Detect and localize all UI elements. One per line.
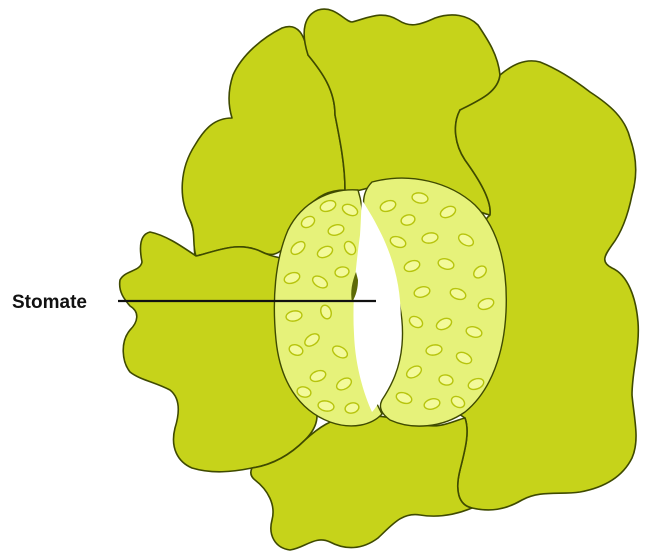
stomate-label: Stomate [12,292,87,313]
